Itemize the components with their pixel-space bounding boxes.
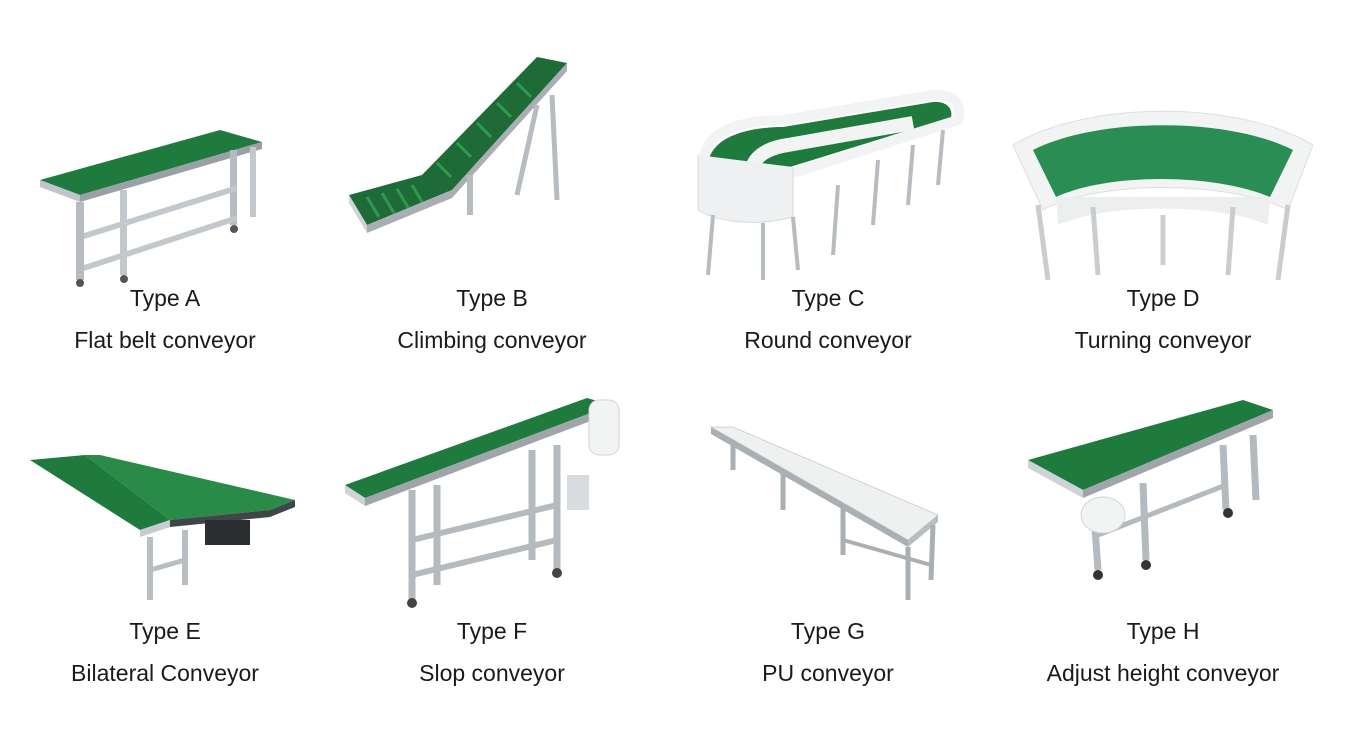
climbing-conveyor-image — [327, 30, 657, 300]
product-name: Round conveyor — [744, 327, 912, 353]
bilateral-conveyor-image — [0, 410, 330, 680]
type-label: Type D — [1126, 285, 1200, 311]
turning-conveyor-image — [998, 60, 1328, 330]
type-label: Type E — [129, 618, 201, 644]
product-name: Turning conveyor — [1074, 327, 1252, 353]
slope-conveyor-image — [327, 370, 657, 640]
conveyor-card-b: Type B Climbing conveyor — [327, 0, 657, 370]
flat-belt-conveyor-image — [0, 70, 330, 340]
product-name: Flat belt conveyor — [74, 327, 256, 353]
conveyor-card-g: Type G PU conveyor — [663, 370, 993, 742]
product-name: PU conveyor — [762, 660, 894, 686]
type-label: Type H — [1126, 618, 1200, 644]
conveyor-card-a: Type A Flat belt conveyor — [0, 0, 330, 370]
round-conveyor-image — [663, 50, 993, 320]
conveyor-card-c: Type C Round conveyor — [663, 0, 993, 370]
adjust-height-conveyor-image — [998, 370, 1328, 640]
conveyor-card-h: Type H Adjust height conveyor — [998, 370, 1328, 742]
product-name: Bilateral Conveyor — [71, 660, 259, 686]
conveyor-card-f: Type F Slop conveyor — [327, 370, 657, 742]
product-name: Adjust height conveyor — [1046, 660, 1280, 686]
product-name: Climbing conveyor — [397, 327, 587, 353]
pu-conveyor-image — [663, 385, 993, 655]
type-label: Type G — [790, 618, 866, 644]
conveyor-card-e: Type E Bilateral Conveyor — [0, 370, 330, 742]
product-name: Slop conveyor — [419, 660, 565, 686]
type-label: Type C — [791, 285, 865, 311]
type-label: Type B — [456, 285, 528, 311]
type-label: Type F — [456, 618, 528, 644]
type-label: Type A — [129, 285, 201, 311]
conveyor-card-d: Type D Turning conveyor — [998, 0, 1328, 370]
